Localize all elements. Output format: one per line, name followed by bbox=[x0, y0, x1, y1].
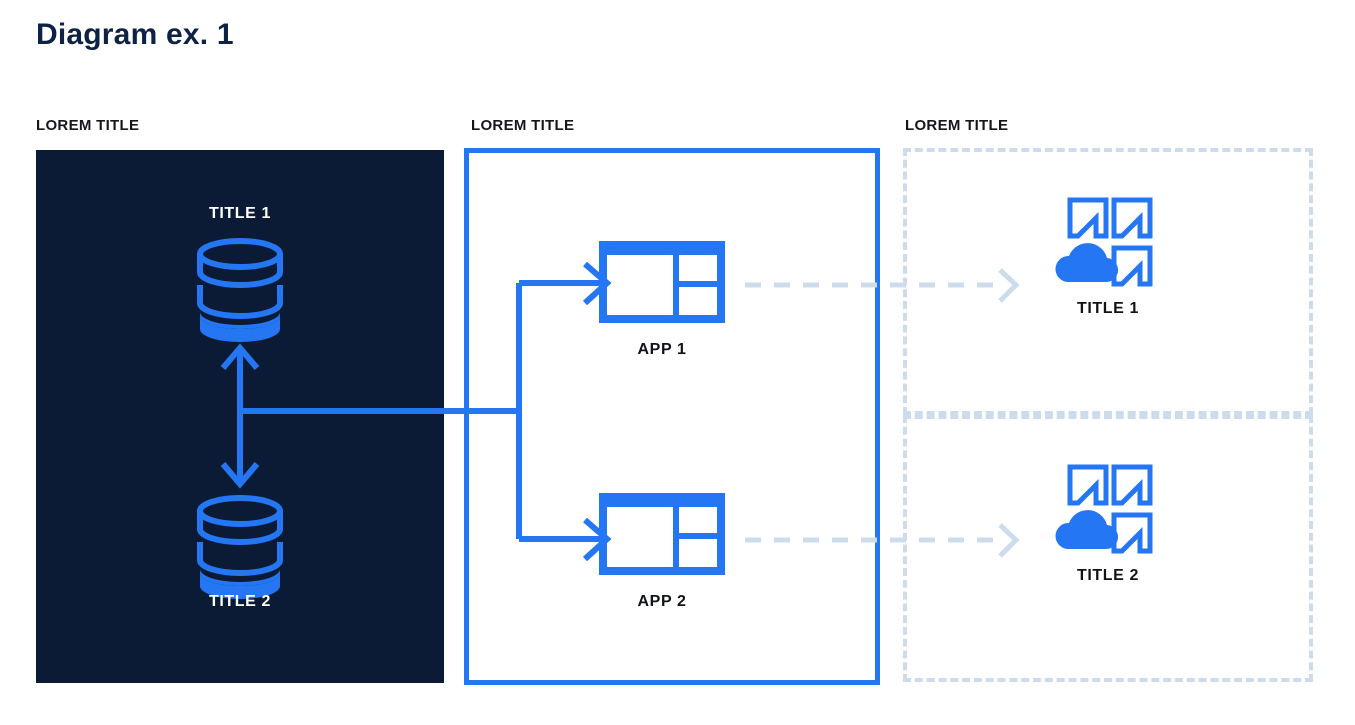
page-title: Diagram ex. 1 bbox=[36, 18, 234, 51]
cloud-node-2[interactable]: TITLE 2 bbox=[1023, 457, 1193, 585]
cloud-2-label: TITLE 2 bbox=[1077, 567, 1139, 584]
cloud-migration-icon bbox=[1055, 464, 1153, 554]
panel-cloud-1: TITLE 1 bbox=[903, 148, 1313, 415]
app-window-icon bbox=[599, 493, 725, 575]
cloud-1-label: TITLE 1 bbox=[1077, 300, 1139, 317]
column-label-applications: LOREM TITLE bbox=[471, 117, 575, 134]
panel-datastore: TITLE 1 TITLE 2 bbox=[36, 150, 444, 683]
app-window-icon bbox=[599, 241, 725, 323]
database-icon bbox=[197, 238, 283, 342]
database-1-title: TITLE 1 bbox=[209, 205, 271, 222]
app-1-label: APP 1 bbox=[637, 341, 687, 358]
panel-cloud-2: TITLE 2 bbox=[903, 415, 1313, 682]
app-node-2[interactable]: APP 2 bbox=[582, 493, 742, 611]
column-label-cloud: LOREM TITLE bbox=[905, 117, 1009, 134]
app-2-label: APP 2 bbox=[637, 593, 687, 610]
column-label-datastore: LOREM TITLE bbox=[36, 117, 140, 134]
database-icon bbox=[197, 495, 283, 599]
app-node-1[interactable]: APP 1 bbox=[582, 241, 742, 359]
db-bidirectional-arrow bbox=[220, 343, 260, 489]
cloud-node-1[interactable]: TITLE 1 bbox=[1023, 190, 1193, 318]
cloud-migration-icon bbox=[1055, 197, 1153, 287]
panel-applications: APP 1 APP 2 bbox=[464, 148, 880, 685]
database-2-title: TITLE 2 bbox=[209, 593, 271, 610]
